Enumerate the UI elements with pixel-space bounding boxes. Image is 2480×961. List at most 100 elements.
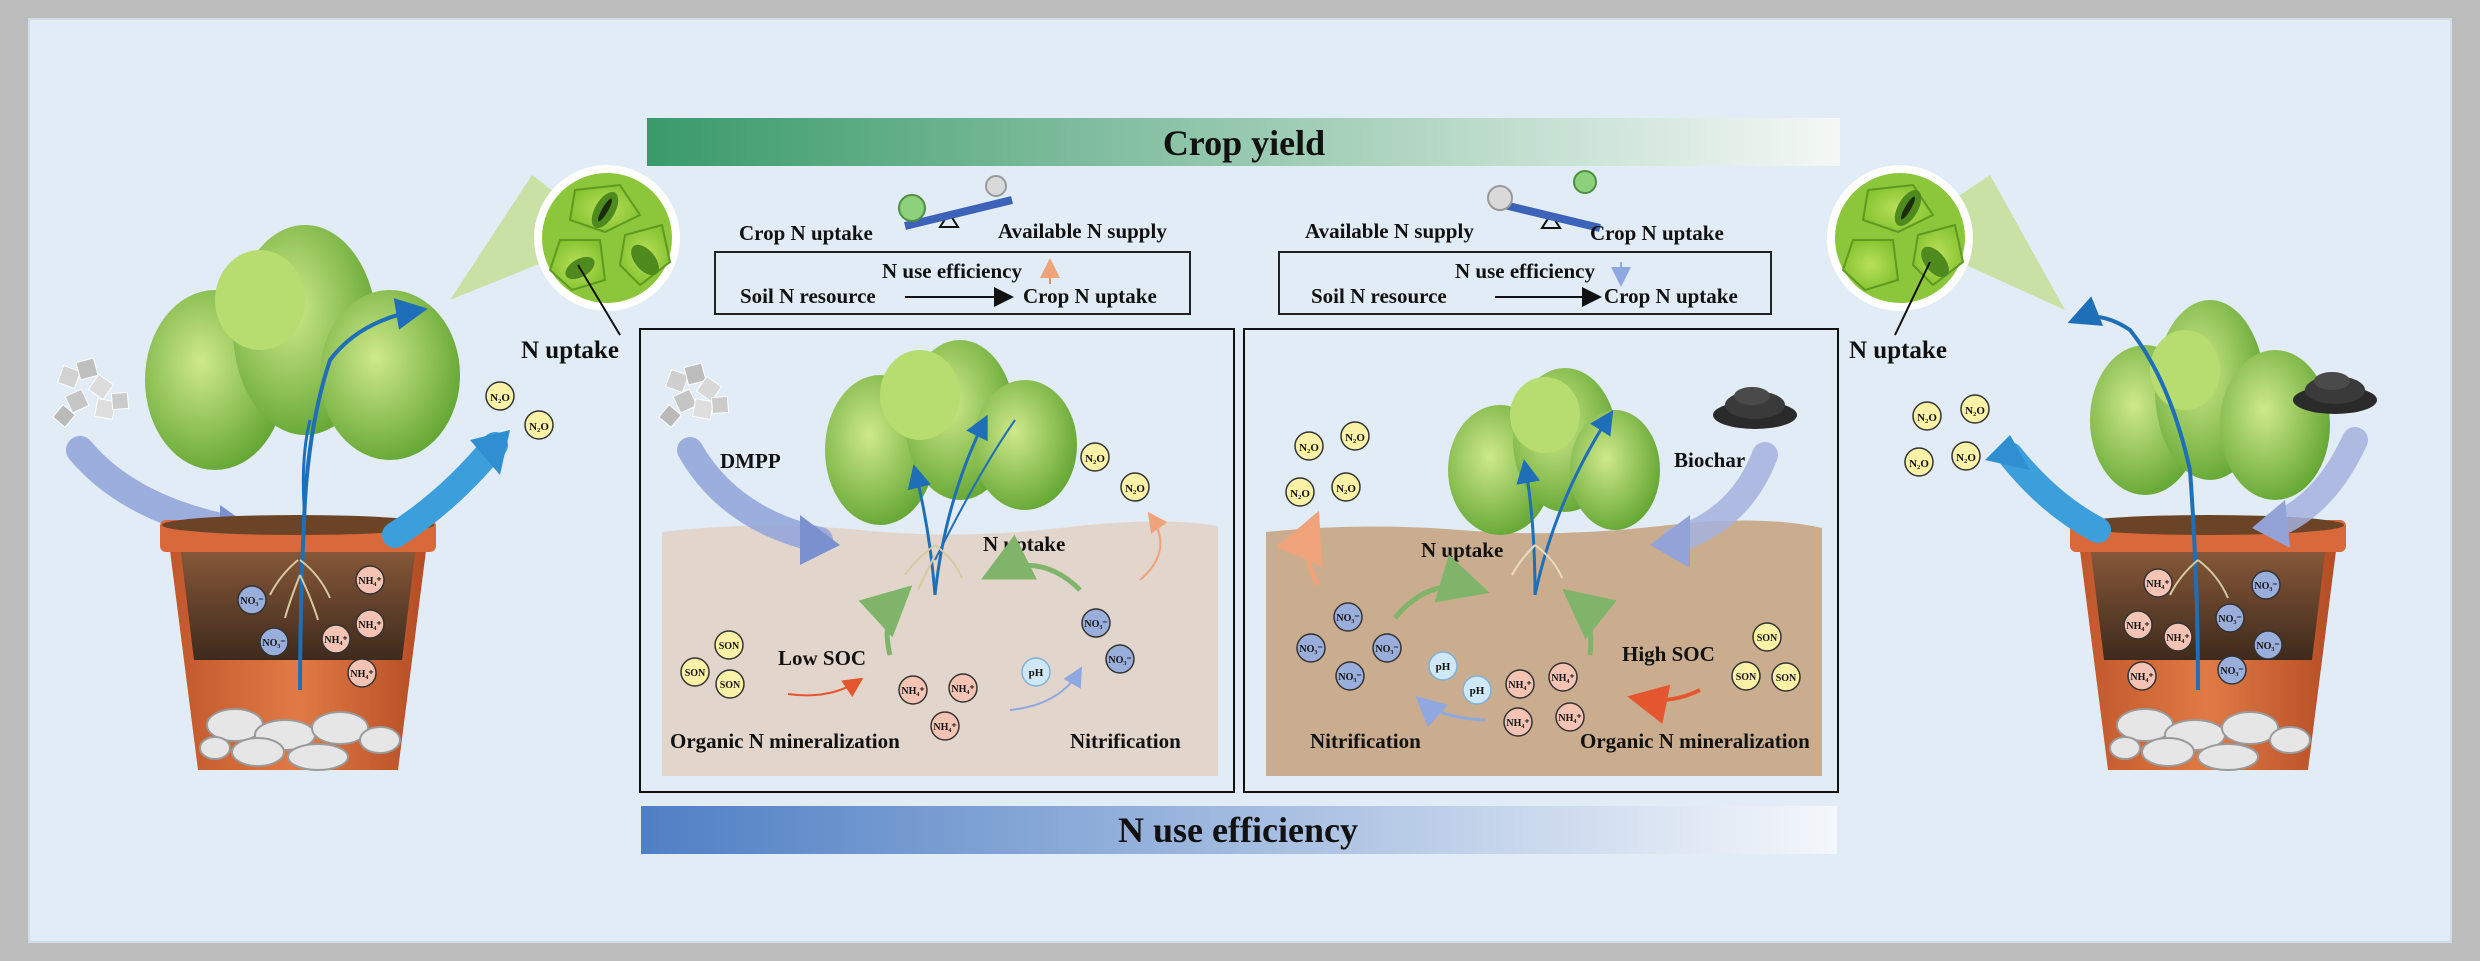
svg-text:NO₃⁻: NO₃⁻	[240, 596, 263, 607]
left-box-to: Crop N uptake	[1023, 284, 1157, 308]
right-soil	[1266, 520, 1822, 776]
left-panel-content: DMPP N₂O N₂O N uptake NO₃⁻	[658, 340, 1181, 753]
nue-label: N use efficiency	[1118, 810, 1358, 850]
svg-text:SON: SON	[1776, 673, 1797, 684]
right-balance-right: Crop N uptake	[1590, 221, 1724, 245]
svg-text:NO₃⁻: NO₃⁻	[2218, 614, 2241, 625]
right-panel-content: N₂O N₂O N₂O N₂O Biochar N upta	[1276, 368, 1810, 753]
left-balance-left: Crop N uptake	[739, 221, 873, 245]
right-biochar-icon	[2293, 372, 2377, 414]
svg-text:pH: pH	[1436, 661, 1451, 673]
svg-text:N₂O: N₂O	[1299, 442, 1319, 454]
svg-text:NH₄⁺: NH₄⁺	[324, 635, 347, 646]
left-nh4-ions: NH₄⁺ NH₄⁺ NH₄⁺	[898, 673, 978, 741]
left-stomata-magnifier: N uptake	[450, 165, 680, 364]
right-mineralization-label: Organic N mineralization	[1580, 729, 1810, 753]
svg-text:NH₄⁺: NH₄⁺	[358, 576, 381, 587]
right-center-panel	[1243, 328, 1839, 793]
right-nue-title: N use efficiency	[1455, 259, 1595, 283]
dmpp-label: DMPP	[720, 449, 781, 473]
svg-text:SON: SON	[720, 680, 741, 691]
svg-text:NH₄⁺: NH₄⁺	[1558, 713, 1581, 724]
right-no3-ions: NO₃⁻ NO₃⁻ NO₃⁻ NO₃⁻	[1296, 602, 1402, 691]
svg-text:NH₄⁺: NH₄⁺	[901, 686, 924, 697]
left-dmpp-pellets-icon	[52, 357, 130, 428]
svg-text:NH₄⁺: NH₄⁺	[1551, 673, 1574, 684]
svg-text:NH₄⁺: NH₄⁺	[358, 620, 381, 631]
biochar-icon	[1713, 387, 1797, 429]
svg-text:N₂O: N₂O	[1917, 412, 1937, 424]
crop-yield-label: Crop yield	[1163, 123, 1325, 163]
left-nue-title: N use efficiency	[882, 259, 1022, 283]
svg-text:SON: SON	[685, 668, 706, 679]
svg-text:NH₄⁺: NH₄⁺	[1506, 718, 1529, 729]
svg-text:N₂O: N₂O	[490, 392, 510, 404]
right-center-plant-icon	[1448, 368, 1660, 596]
svg-text:NO₃⁻: NO₃⁻	[2256, 641, 2279, 652]
right-nh4-ions: NH₄⁺ NH₄⁺ NH₄⁺ NH₄⁺	[1503, 662, 1585, 737]
right-nue-box: N use efficiency Soil N resource Crop N …	[1278, 251, 1772, 315]
svg-text:NO₃⁻: NO₃⁻	[1338, 672, 1361, 683]
svg-text:NH₄⁺: NH₄⁺	[933, 722, 956, 733]
high-soc-label: High SOC	[1622, 642, 1715, 666]
svg-text:N₂O: N₂O	[1085, 453, 1105, 465]
left-balance-right: Available N supply	[998, 219, 1167, 243]
svg-text:NH₄⁺: NH₄⁺	[951, 684, 974, 695]
svg-text:NH₄⁺: NH₄⁺	[1508, 680, 1531, 691]
right-balance-left: Available N supply	[1305, 219, 1474, 243]
svg-text:NH₄⁺: NH₄⁺	[2146, 579, 2169, 590]
svg-text:SON: SON	[1757, 633, 1778, 644]
left-center-plant-icon	[825, 340, 1077, 596]
right-n2o-bubbles: N₂O N₂O N₂O N₂O	[1285, 421, 1370, 507]
svg-text:N₂O: N₂O	[1956, 452, 1976, 464]
svg-text:N₂O: N₂O	[1965, 405, 1985, 417]
left-nitrification-label: Nitrification	[1070, 729, 1181, 753]
left-pot-illustration: NO₃⁻ NO₃⁻ NH₄⁺ NH₄⁺ NH₄⁺ NH₄⁺ N₂O N₂O	[52, 225, 554, 771]
svg-text:N₂O: N₂O	[1336, 483, 1356, 495]
svg-text:NO₃⁻: NO₃⁻	[262, 638, 285, 649]
svg-text:N₂O: N₂O	[1345, 432, 1365, 444]
svg-text:pH: pH	[1470, 685, 1485, 697]
right-balance: Available N supply Crop N uptake	[1305, 170, 1724, 245]
right-stomata-label: N uptake	[1849, 337, 1947, 364]
right-uptake-label: N uptake	[1421, 538, 1503, 562]
svg-text:NH₄⁺: NH₄⁺	[350, 669, 373, 680]
left-center-panel	[639, 328, 1235, 793]
svg-text:NO₃⁻: NO₃⁻	[1336, 613, 1359, 624]
svg-text:NO₃⁻: NO₃⁻	[2220, 666, 2243, 677]
nue-banner	[641, 806, 1837, 854]
svg-text:NO₃⁻: NO₃⁻	[1108, 655, 1131, 666]
svg-text:NO₃⁻: NO₃⁻	[2254, 581, 2277, 592]
svg-text:NO₃⁻: NO₃⁻	[1375, 644, 1398, 655]
right-box-to: Crop N uptake	[1604, 284, 1738, 308]
svg-text:NH₄⁺: NH₄⁺	[2130, 672, 2153, 683]
svg-text:NO₃⁻: NO₃⁻	[1299, 644, 1322, 655]
left-stomata-label: N uptake	[521, 337, 619, 364]
right-pot-illustration: NH₄⁺ NH₄⁺ NH₄⁺ NH₄⁺ NO₃⁻ NO₃⁻ NO₃⁻ NO₃⁻ …	[1904, 296, 2377, 771]
svg-text:N₂O: N₂O	[529, 421, 549, 433]
svg-text:pH: pH	[1029, 667, 1044, 679]
dmpp-arrow	[677, 437, 833, 553]
right-stomata-magnifier: N uptake	[1827, 165, 2065, 364]
right-box-from: Soil N resource	[1311, 284, 1447, 308]
svg-text:N₂O: N₂O	[1290, 488, 1310, 500]
low-soc-label: Low SOC	[778, 646, 866, 670]
crop-yield-banner	[647, 118, 1840, 166]
biochar-label: Biochar	[1674, 448, 1745, 472]
left-son-molecules: SON SON SON	[680, 630, 745, 699]
left-n2o-bubbles: N₂O N₂O	[1080, 442, 1150, 502]
svg-text:SON: SON	[719, 641, 740, 652]
dmpp-pellets-icon	[658, 362, 730, 428]
svg-text:NO₃⁻: NO₃⁻	[1084, 619, 1107, 630]
left-box-from: Soil N resource	[740, 284, 876, 308]
left-mineralization-label: Organic N mineralization	[670, 729, 900, 753]
svg-text:SON: SON	[1736, 672, 1757, 683]
left-soil	[662, 521, 1218, 776]
right-son-molecules: SON SON SON	[1731, 622, 1801, 692]
left-no3-ions: NO₃⁻ NO₃⁻	[1081, 608, 1135, 674]
svg-text:N₂O: N₂O	[1909, 458, 1929, 470]
left-nue-box: N use efficiency Soil N resource Crop N …	[714, 251, 1191, 315]
svg-text:NH₄⁺: NH₄⁺	[2166, 633, 2189, 644]
